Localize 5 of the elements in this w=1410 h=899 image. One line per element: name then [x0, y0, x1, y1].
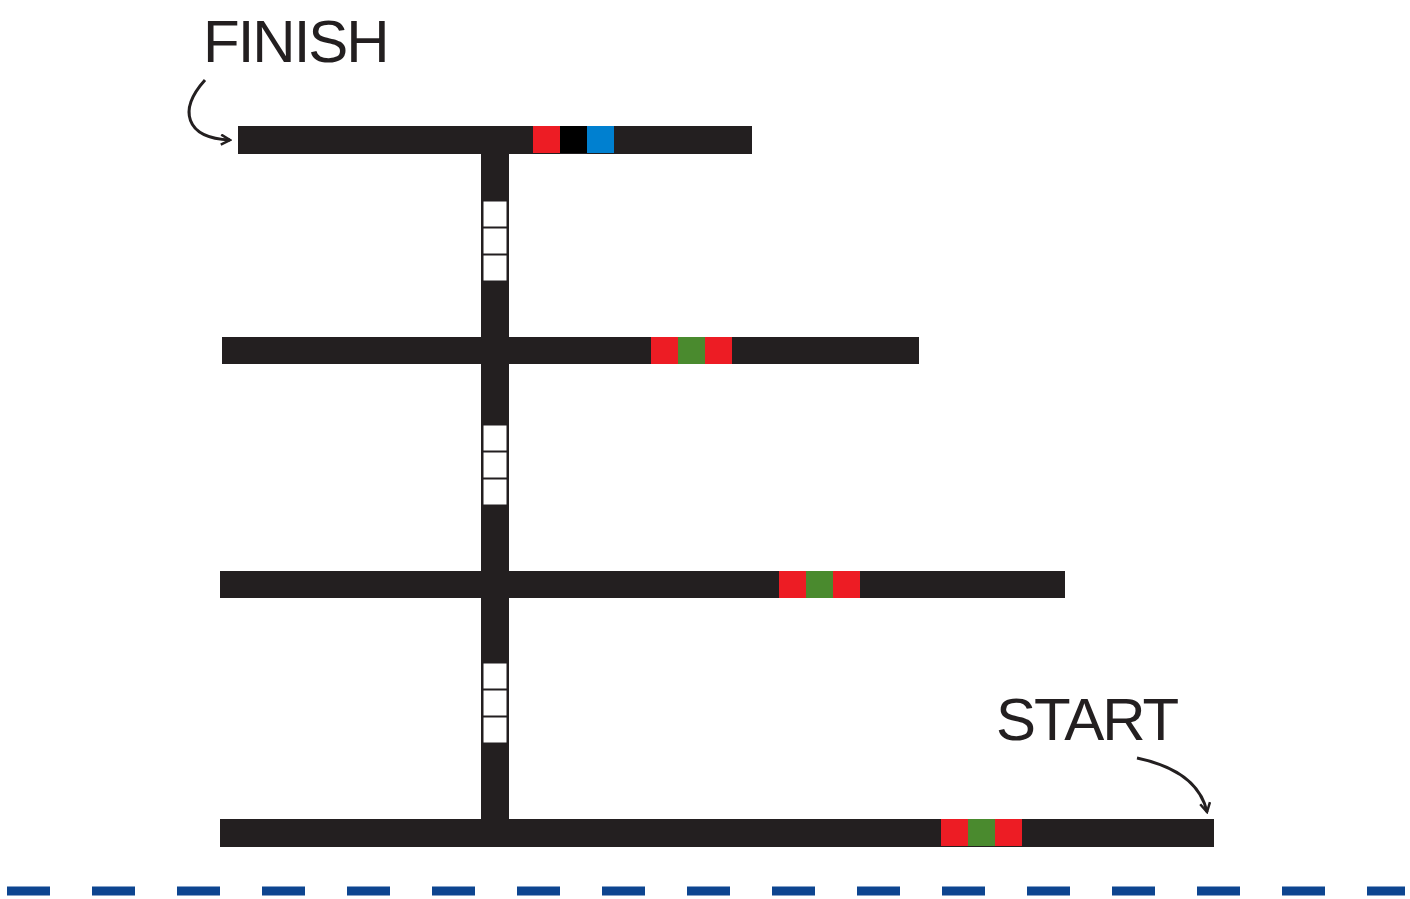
road-end-label: START — [996, 690, 1178, 750]
road-bar — [220, 819, 1214, 847]
curved-arrow — [1136, 756, 1211, 814]
curved-arrow — [187, 79, 232, 146]
road-end-label: FINISH — [203, 12, 388, 72]
